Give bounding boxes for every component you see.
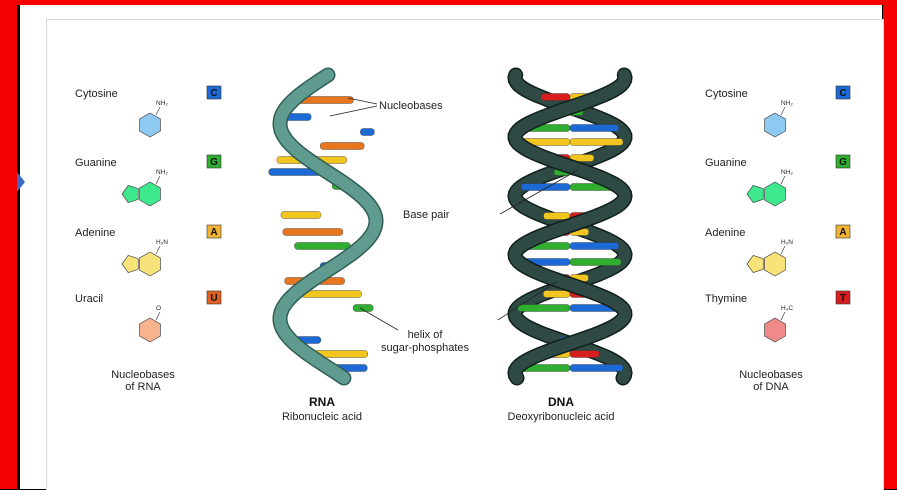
helix-callout-line2: sugar-phosphates: [381, 342, 470, 354]
molecule-ring: [765, 182, 786, 206]
molecule-ring: [765, 252, 786, 276]
base-pair-rung: [541, 94, 570, 101]
legend-caption: Nucleobases: [739, 369, 803, 381]
bond: [156, 176, 160, 184]
legend-name: Adenine: [75, 227, 115, 239]
nucleobase-rung: [360, 129, 374, 136]
substituent: NH₂: [781, 100, 793, 107]
callouts: Nucleobases Base pair helix of sugar-pho…: [330, 98, 578, 354]
molecule-ring: [140, 182, 161, 206]
helix-callout-line1: helix of: [408, 329, 444, 341]
legend-caption: of DNA: [753, 381, 789, 393]
rna-subtitle: Ribonucleic acid: [282, 411, 362, 423]
nucleobase-rung: [294, 243, 350, 250]
nucleobase-rung: [302, 291, 362, 298]
molecule-ring: [122, 185, 138, 202]
base-pair-rung: [543, 291, 570, 298]
callout-line: [360, 308, 398, 330]
bond: [156, 246, 160, 254]
bond: [781, 107, 785, 115]
substituent: NH₂: [781, 169, 793, 176]
base-pair-rung: [570, 259, 621, 266]
nucleobases-callout: Nucleobases: [379, 100, 443, 112]
bond: [156, 107, 160, 115]
bond: [781, 312, 785, 320]
base-letter: T: [840, 293, 846, 304]
base-pair-rung: [570, 365, 623, 372]
substituent: H₂N: [781, 239, 793, 246]
base-letter: U: [210, 293, 217, 304]
rna-title: RNA: [309, 395, 335, 409]
base-letter: C: [839, 88, 846, 99]
base-letter: C: [210, 88, 217, 99]
callout-line: [330, 106, 377, 116]
bond: [156, 312, 160, 320]
nucleobase-rung: [353, 305, 373, 312]
base-pair-rung: [570, 351, 599, 358]
dna-title: DNA: [548, 395, 574, 409]
dna-helix: [515, 75, 625, 378]
nucleobase-rung: [283, 229, 343, 236]
base-pair-callout: Base pair: [403, 209, 450, 221]
molecule-ring: [765, 318, 786, 342]
base-letter: A: [839, 227, 846, 238]
molecule-ring: [747, 255, 763, 272]
rna-helix: [269, 75, 376, 378]
legend-name: Thymine: [705, 293, 747, 305]
base-pair-rung: [518, 305, 570, 312]
base-pair-rung: [570, 243, 619, 250]
molecule-ring: [140, 318, 161, 342]
base-pair-rung: [570, 125, 619, 132]
nucleobase-rung: [281, 212, 321, 219]
legend-name: Uracil: [75, 293, 103, 305]
base-pair-rung: [543, 213, 570, 220]
base-pair-rung: [521, 184, 570, 191]
legend-caption: Nucleobases: [111, 369, 175, 381]
molecule-ring: [122, 255, 138, 272]
molecule-ring: [140, 252, 161, 276]
legend-name: Adenine: [705, 227, 745, 239]
base-letter: G: [210, 157, 218, 168]
legend-caption: of RNA: [125, 381, 161, 393]
molecule-ring: [140, 113, 161, 137]
callout-line: [498, 282, 556, 320]
base-letter: A: [210, 227, 217, 238]
molecule-ring: [747, 185, 763, 202]
legend-name: Cytosine: [705, 88, 748, 100]
bond: [781, 176, 785, 184]
substituent: H₂N: [156, 239, 168, 246]
legend-name: Guanine: [705, 157, 747, 169]
bond: [781, 246, 785, 254]
dna-subtitle: Deoxyribonucleic acid: [508, 411, 615, 423]
legend-name: Cytosine: [75, 88, 118, 100]
molecule-ring: [765, 113, 786, 137]
base-pair-rung: [570, 139, 623, 146]
substituent: NH₂: [156, 169, 168, 176]
substituent: O: [156, 305, 161, 312]
base-letter: G: [839, 157, 847, 168]
substituent: H₃C: [781, 305, 793, 312]
substituent: NH₂: [156, 100, 168, 107]
nucleobase-rung: [320, 143, 364, 150]
legend-name: Guanine: [75, 157, 117, 169]
